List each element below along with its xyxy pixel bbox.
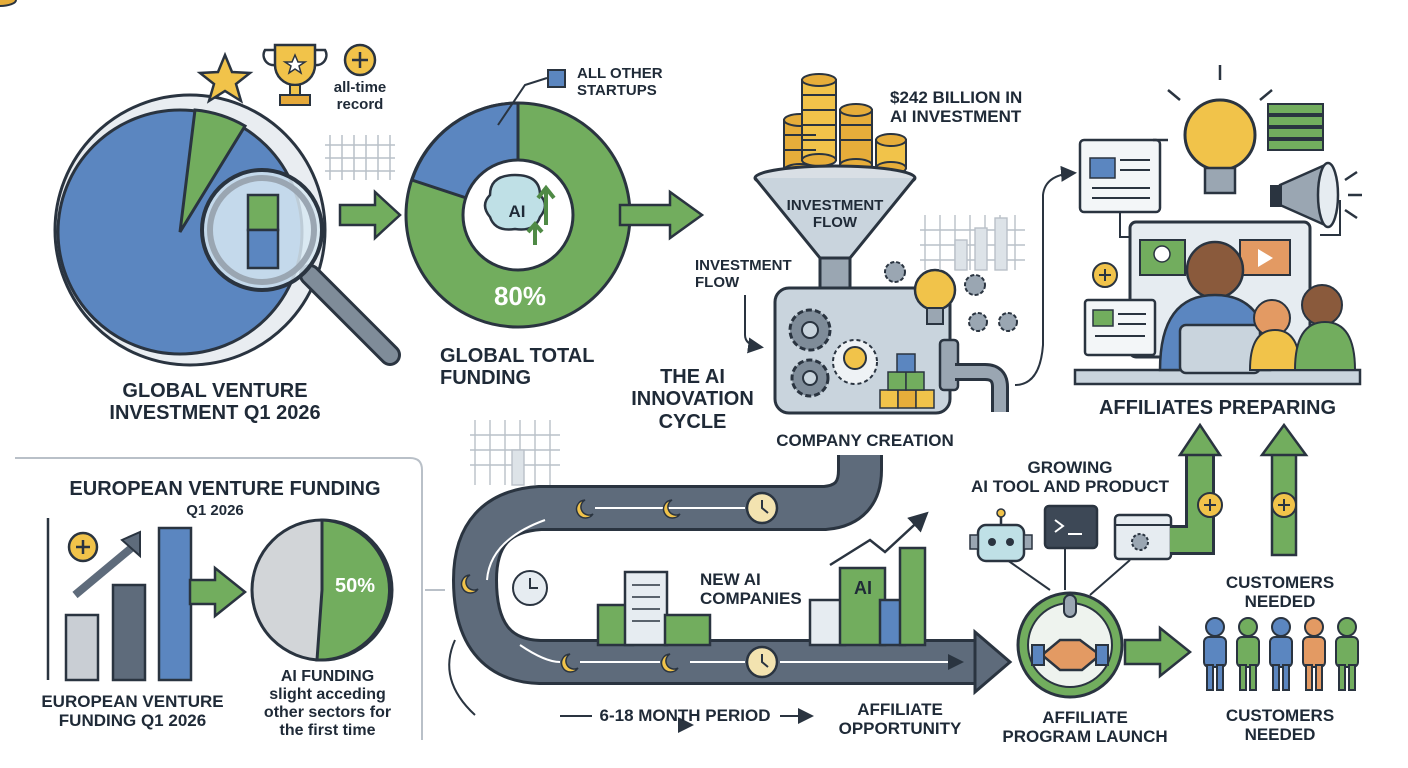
ai-share-percent: 80% [493, 281, 547, 311]
callout-line [497, 69, 566, 126]
european-bar-chart [46, 518, 248, 682]
magnifier-icon [200, 168, 401, 366]
terminal-icon [1043, 504, 1099, 550]
gears-icon [773, 261, 1018, 415]
mini-chart [470, 420, 560, 486]
ai-building-sign: AI [854, 578, 872, 598]
affiliates-scene [1073, 138, 1362, 386]
affiliate-program-circle [999, 540, 1131, 699]
company-creation-label: COMPANY CREATION [776, 431, 954, 450]
up-arrow-green [1259, 422, 1309, 557]
growing-tool-label: GROWING AI TOOL AND PRODUCT [970, 458, 1170, 497]
ai-innovation-cycle-label: THE AI INNOVATION CYCLE [631, 366, 754, 433]
people-icon [1203, 617, 1359, 691]
european-funding-subtitle: Q1 2026 [186, 502, 244, 519]
european-funding-caption: EUROPEAN VENTURE FUNDING Q1 2026 [41, 692, 224, 731]
timeline-road [451, 455, 1013, 696]
star-icon [196, 51, 254, 104]
lightbulb-icon [1153, 65, 1287, 195]
european-ai-percent: 50% [334, 575, 376, 597]
affiliates-preparing-label: AFFILIATES PREPARING [1098, 397, 1337, 419]
megaphone-icon [1270, 161, 1362, 229]
plus-icon [343, 43, 377, 77]
trophy-icon [262, 43, 328, 106]
ai-badge: AI [508, 202, 526, 221]
global-venture-title: GLOBAL VENTURE INVESTMENT Q1 2026 [109, 380, 321, 425]
mini-chart [920, 215, 1025, 271]
arrow-right [338, 189, 402, 241]
brain-icon [483, 173, 556, 245]
clock-icon [512, 491, 779, 679]
flow-arrow [744, 295, 764, 354]
european-funding-title: EUROPEAN VENTURE FUNDING [69, 478, 381, 500]
global-total-funding-label: GLOBAL TOTAL FUNDING [440, 345, 595, 390]
customers-needed-top: CUSTOMERS NEEDED [1225, 573, 1335, 612]
money-stack-icon [1267, 103, 1324, 151]
side-flow-label: INVESTMENT FLOW [695, 257, 792, 291]
all-time-record-label: all-time record [333, 79, 387, 113]
arrow-right [1123, 625, 1193, 679]
funnel-flow-label: INVESTMENT FLOW [786, 197, 884, 231]
ai-funding-note: AI FUNDING slight acceding other sectors… [263, 668, 392, 739]
up-arrow-green [1170, 422, 1223, 555]
month-period-label: 6-18 MONTH PERIOD [599, 706, 771, 725]
european-pie [250, 518, 394, 662]
moon-icon [460, 499, 681, 673]
handshake-icon [1031, 638, 1109, 672]
customers-needed-bottom: CUSTOMERS NEEDED [1225, 706, 1335, 745]
affiliate-program-launch-label: AFFILIATE PROGRAM LAUNCH [1002, 708, 1168, 747]
all-other-startups-label: ALL OTHER STARTUPS [577, 65, 663, 99]
robot-icon [969, 508, 1033, 563]
lightbulb-icon [843, 268, 957, 370]
affiliate-opportunity-label: AFFILIATE OPPORTUNITY [838, 700, 962, 739]
new-ai-companies-label: NEW AI COMPANIES [700, 570, 802, 609]
buildings-icon [596, 511, 929, 647]
arrow-right [618, 189, 705, 241]
european-box-border [15, 457, 423, 740]
funnel-icon [753, 164, 917, 290]
grid-decoration [325, 135, 395, 180]
ai-investment-amount: $242 BILLION IN AI INVESTMENT [890, 88, 1023, 127]
settings-window-icon [1113, 513, 1173, 561]
flow-arrow [1014, 165, 1077, 386]
